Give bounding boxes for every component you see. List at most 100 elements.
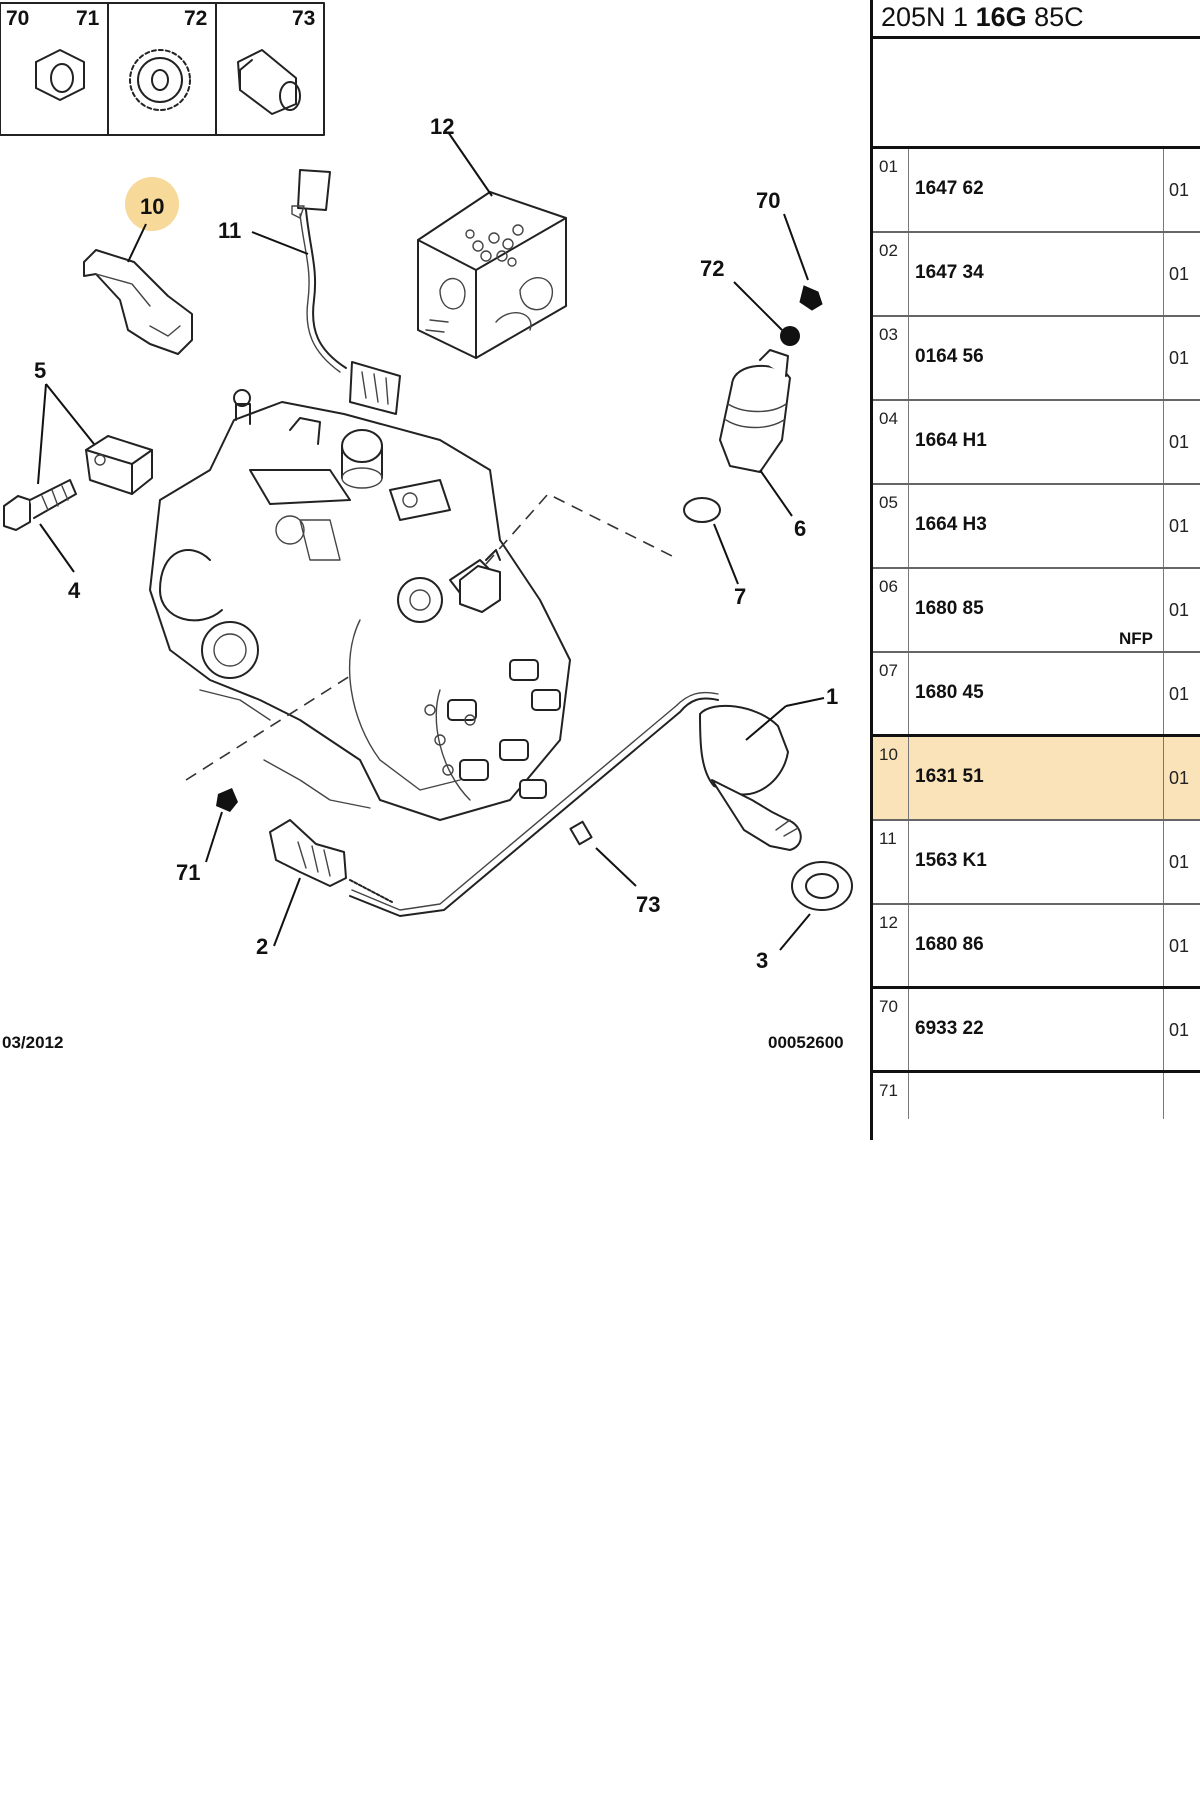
row-ref: 70 (879, 997, 898, 1016)
part-1-sensor (349, 691, 802, 917)
parts-rows: 01 1647 62 01 02 1647 34 01 03 0164 56 01 04 1664 … (873, 149, 1200, 1119)
part-number: 1631 51 (915, 766, 984, 787)
injection-pump-body (149, 389, 571, 821)
table-row[interactable]: 07 1680 45 01 (873, 653, 1200, 737)
quantity: 01 (1169, 852, 1190, 872)
table-row[interactable]: 71 (873, 1073, 1200, 1119)
callout-71: 71 (176, 860, 200, 885)
inset-label-73: 73 (292, 7, 315, 30)
part-number: 1647 62 (915, 178, 984, 199)
part-72-washer (780, 326, 800, 346)
quantity: 01 (1169, 684, 1190, 704)
column-rule (908, 905, 909, 986)
part-71-nut (216, 788, 238, 812)
table-row[interactable]: 04 1664 H1 01 (873, 401, 1200, 485)
row-ref: 10 (879, 745, 898, 764)
clip-icon (237, 49, 301, 115)
quantity: 01 (1169, 600, 1190, 620)
column-rule (908, 653, 909, 734)
row-ref: 01 (879, 157, 898, 176)
part-number: 1563 K1 (915, 850, 987, 871)
row-ref: 02 (879, 241, 898, 260)
table-row[interactable]: 10 1631 51 01 (873, 737, 1200, 821)
column-rule (1163, 1073, 1164, 1119)
part-70-nut (799, 285, 823, 311)
hex-nut-icon (35, 49, 85, 101)
column-rule (1163, 233, 1164, 315)
column-rule (1163, 653, 1164, 734)
row-ref: 07 (879, 661, 898, 680)
callout-11: 11 (218, 218, 241, 243)
column-rule (908, 401, 909, 483)
part-number: 1647 34 (915, 262, 984, 283)
part-number: 1680 45 (915, 682, 984, 703)
part-6-solenoid (719, 349, 791, 473)
locating-line-2 (185, 675, 351, 781)
part-3-washer (791, 861, 853, 911)
column-rule (1163, 905, 1164, 986)
callout-12: 12 (430, 114, 454, 139)
quantity: 01 (1169, 1020, 1190, 1040)
part-4-bolt (3, 479, 77, 531)
callout-6: 6 (794, 516, 806, 541)
quantity: 01 (1169, 180, 1190, 200)
part-number: 6933 22 (915, 1018, 984, 1039)
part-number: 1680 85 (915, 598, 984, 619)
quantity: 01 (1169, 348, 1190, 368)
row-ref: 71 (879, 1081, 898, 1100)
callout-73: 73 (636, 892, 660, 917)
callout-7: 7 (734, 584, 746, 609)
part-number: 1680 86 (915, 934, 984, 955)
quantity: 01 (1169, 516, 1190, 536)
column-rule (1163, 821, 1164, 903)
table-row[interactable]: 01 1647 62 01 (873, 149, 1200, 233)
hardware-inset: 70 71 72 73 (0, 2, 325, 136)
table-row[interactable]: 03 0164 56 01 (873, 317, 1200, 401)
issue-date: 03/2012 (2, 1033, 63, 1052)
column-rule (1163, 485, 1164, 567)
callout-3: 3 (756, 948, 768, 973)
highlight-marker (125, 177, 179, 231)
column-rule (908, 485, 909, 567)
row-ref: 12 (879, 913, 898, 932)
serrated-washer-icon (129, 49, 191, 111)
locating-line-6 (485, 493, 677, 565)
table-row[interactable]: 70 6933 22 01 (873, 989, 1200, 1073)
column-rule (908, 317, 909, 399)
callout-4: 4 (68, 578, 81, 603)
part-73-clip (569, 820, 593, 846)
row-ref: 04 (879, 409, 898, 428)
quantity: 01 (1169, 264, 1190, 284)
row-note: NFP (1119, 629, 1153, 648)
row-ref: 03 (879, 325, 898, 344)
vehicle-code: 205N 1 16G 85C (881, 2, 1084, 32)
part-10-bracket (83, 249, 193, 355)
table-row[interactable]: 02 1647 34 01 (873, 233, 1200, 317)
part-number: 0164 56 (915, 346, 984, 367)
callout-10: 10 (140, 194, 164, 219)
column-rule (908, 569, 909, 651)
exploded-diagram: 70 71 72 73 (0, 2, 853, 1052)
part-12-kit-box (417, 191, 567, 359)
title-rule (873, 36, 1200, 39)
column-rule (1163, 569, 1164, 651)
column-rule (908, 821, 909, 903)
column-rule (908, 737, 909, 819)
header-rule (873, 146, 1200, 149)
quantity: 01 (1169, 768, 1190, 788)
part-number: 1664 H1 (915, 430, 987, 451)
part-5-block (85, 435, 153, 495)
callout-5: 5 (34, 358, 46, 383)
callout-1: 1 (826, 684, 838, 709)
column-rule (1163, 737, 1164, 819)
catalog-sheet: 70 71 72 73 (0, 0, 1200, 1140)
quantity: 01 (1169, 432, 1190, 452)
part-7-o-ring (683, 497, 721, 523)
callout-2: 2 (256, 934, 268, 959)
part-11-harness (291, 169, 401, 415)
